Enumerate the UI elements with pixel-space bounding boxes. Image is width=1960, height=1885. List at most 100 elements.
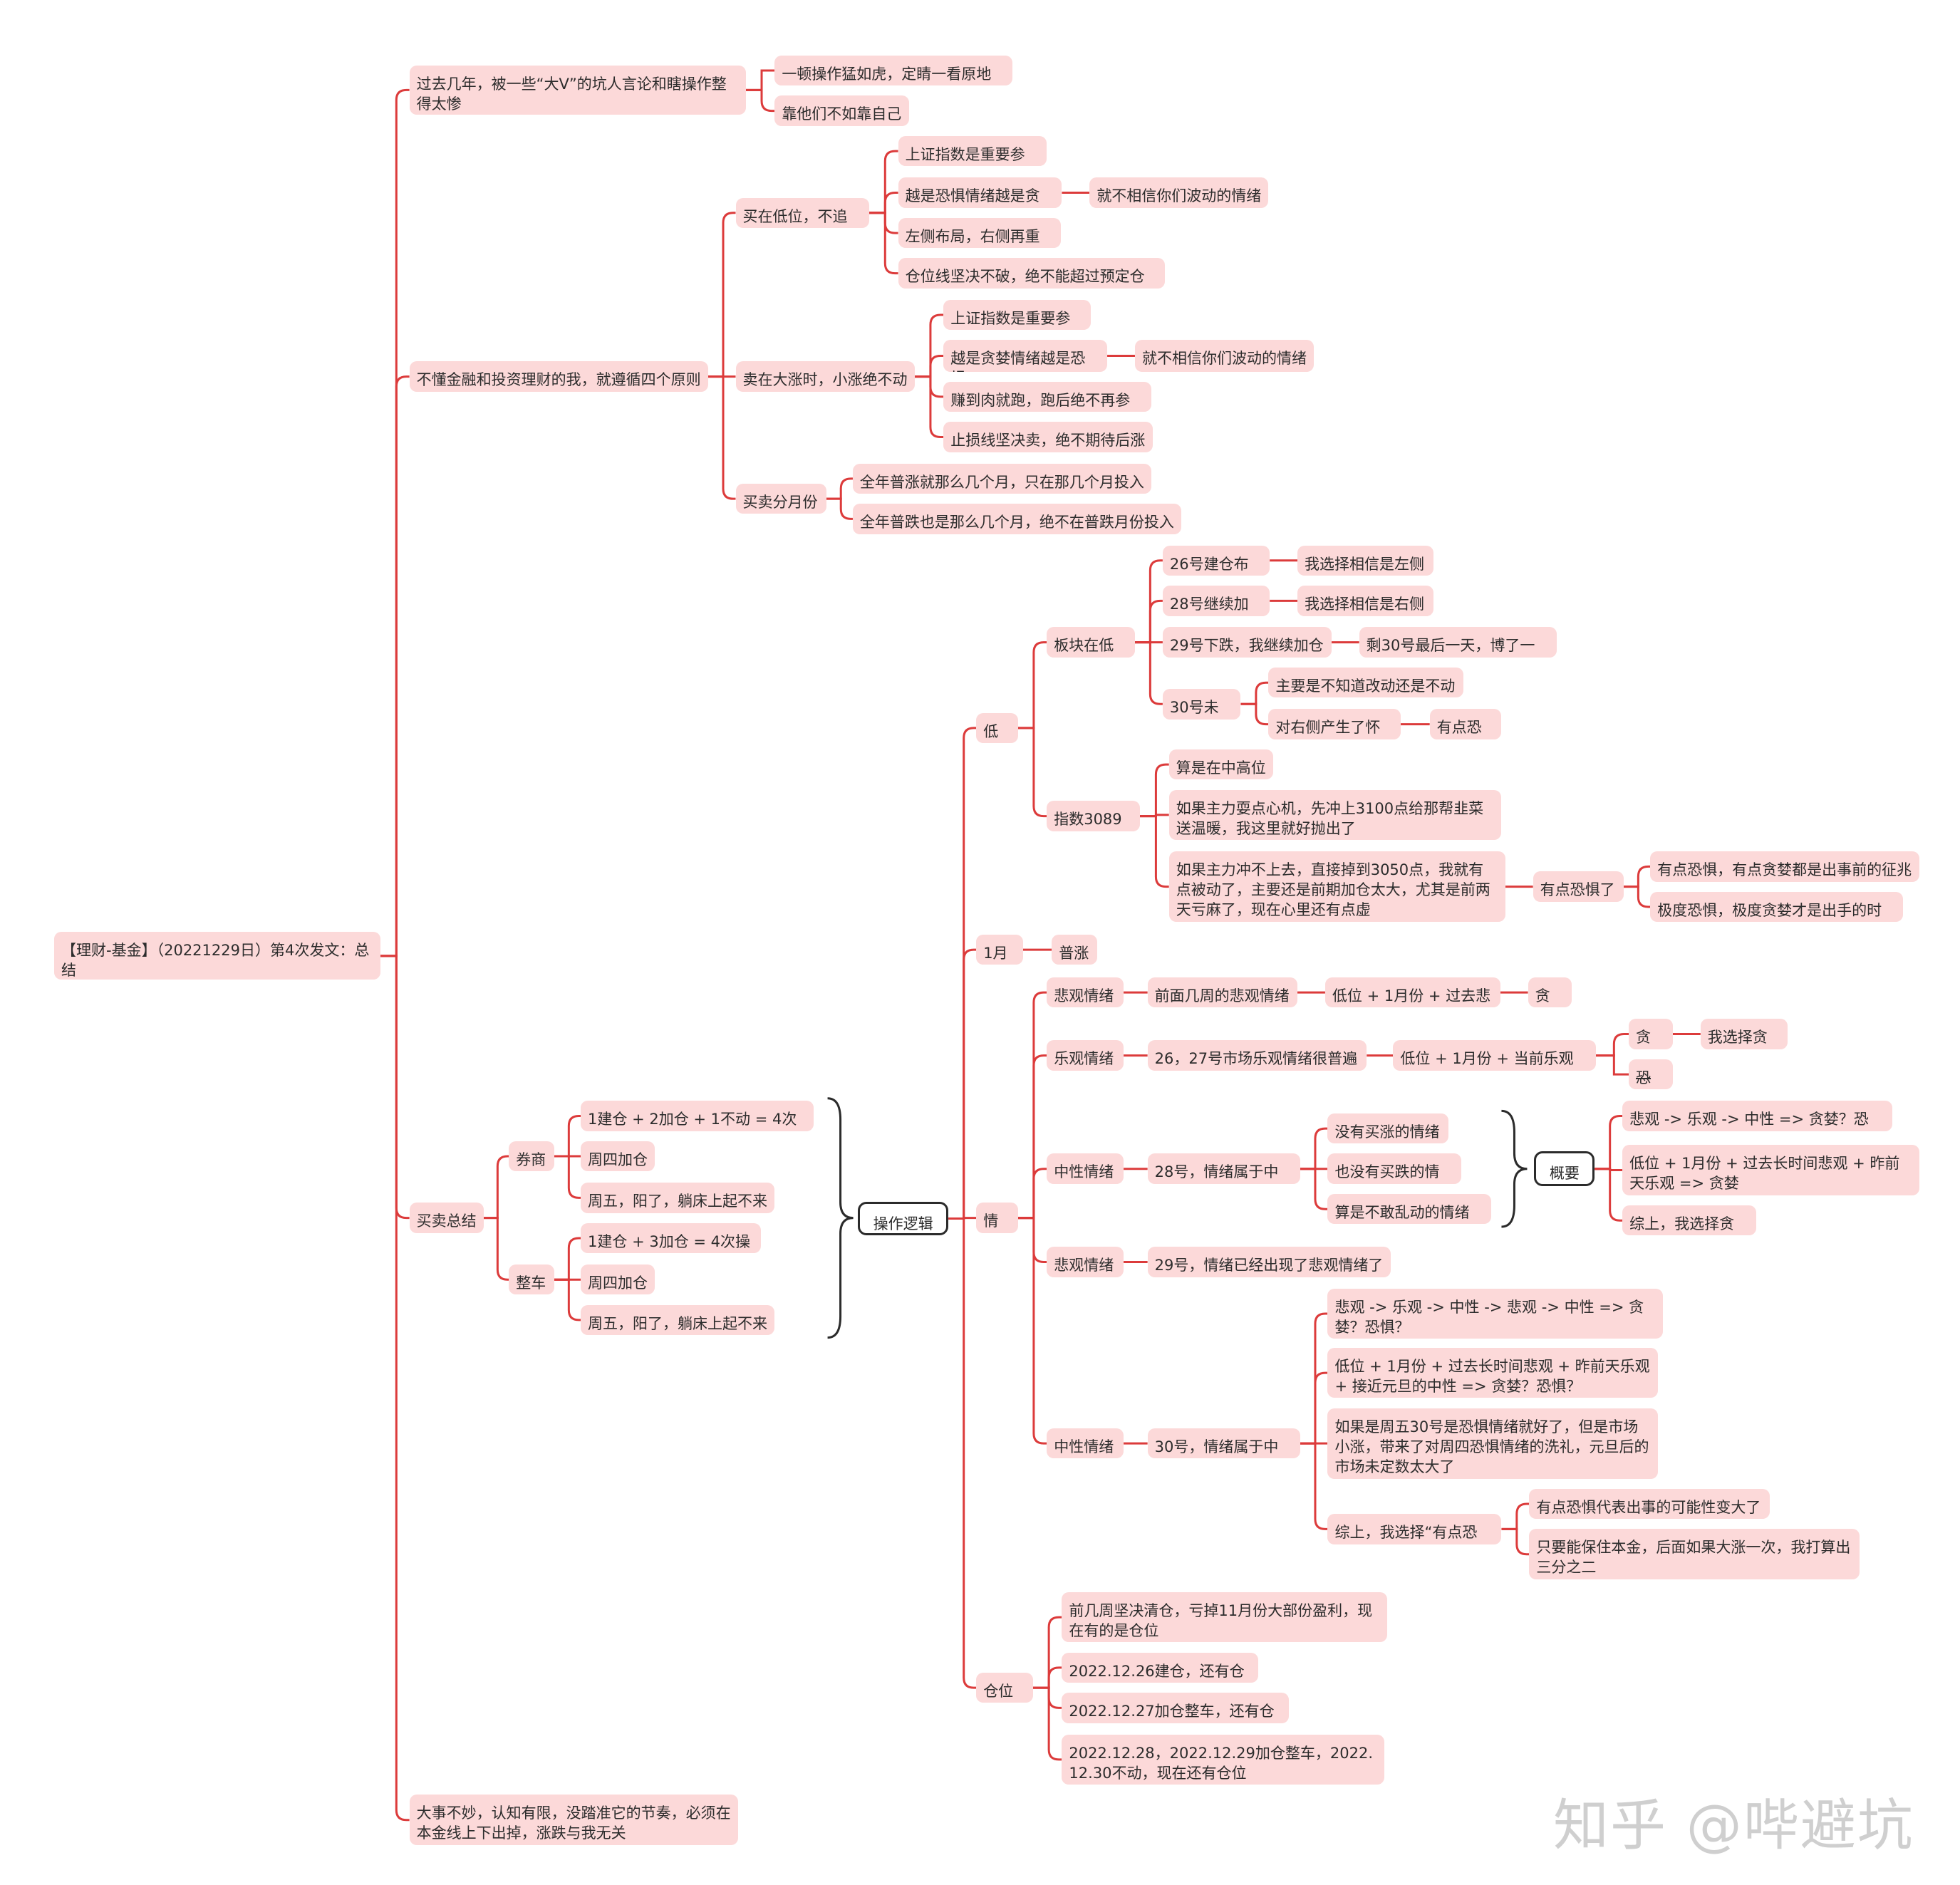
node-e3b1[interactable]: 没有买涨的情绪 xyxy=(1327,1113,1449,1144)
connector-e5a-e5b1 xyxy=(1300,1312,1328,1445)
node-q2-3[interactable]: 周五，阳了，躺床上起不来 xyxy=(581,1304,775,1336)
connector-c3-e1 xyxy=(1017,991,1047,1220)
node-text: 仓位线 xyxy=(983,1682,1014,1703)
connector-c4-p2 xyxy=(1032,1666,1062,1689)
node-e2c1[interactable]: 我选择贪婪 xyxy=(1700,1019,1788,1049)
node-e3a[interactable]: 28号，情绪属于中性 xyxy=(1147,1153,1300,1184)
node-root[interactable]: 【理财-基金】（20221229日）第4次发文：总结 xyxy=(54,932,380,980)
node-c1b2[interactable]: 如果主力耍点心机，先冲上3100点给那帮韭菜送温暖，我这里就好抛出了 xyxy=(1168,789,1502,841)
node-a3[interactable]: 买卖总结 xyxy=(409,1203,484,1233)
node-e3b3[interactable]: 算是不敢乱动的情绪吧 xyxy=(1327,1194,1492,1225)
node-q1[interactable]: 券商 xyxy=(509,1141,554,1172)
node-b2-3[interactable]: 赚到肉就跑，跑后绝不再参与 xyxy=(943,381,1151,412)
node-a1-2[interactable]: 靠他们不如靠自己 xyxy=(774,95,910,126)
node-b2-2a[interactable]: 就不相信你们波动的情绪 xyxy=(1134,340,1314,372)
node-c1b3a1[interactable]: 有点恐惧，有点贪婪都是出事前的征兆 xyxy=(1650,851,1920,882)
node-e1a[interactable]: 前面几周的悲观情绪 xyxy=(1147,977,1298,1008)
node-b3-2[interactable]: 全年普跌也是那么几个月，绝不在普跌月份投入 xyxy=(852,504,1182,534)
node-a1[interactable]: 过去几年，被一些“大V”的坑人言论和瞎操作整得太惨 xyxy=(409,65,746,115)
node-c1b[interactable]: 指数3089点 xyxy=(1047,801,1141,831)
node-a1-1[interactable]: 一顿操作猛如虎，定睛一看原地蠢 xyxy=(774,55,1013,86)
node-p3[interactable]: 2022.12.27加仓整车，还有仓位 xyxy=(1062,1693,1289,1723)
node-b1[interactable]: 买在低位，不追高 xyxy=(735,197,869,228)
node-p4[interactable]: 2022.12.28，2022.12.29加仓整车，2022.12.30不动，现… xyxy=(1062,1734,1385,1785)
node-e2[interactable]: 乐观情绪 xyxy=(1047,1040,1124,1071)
node-c1b1[interactable]: 算是在中高位 xyxy=(1168,749,1274,780)
node-summary[interactable]: 概要 xyxy=(1534,1151,1595,1187)
node-b2-1[interactable]: 上证指数是重要参考 xyxy=(943,299,1092,331)
node-q1-2[interactable]: 周四加仓 xyxy=(581,1141,655,1172)
node-c1a[interactable]: 板块在低位 xyxy=(1047,627,1135,658)
node-p2[interactable]: 2022.12.26建仓，还有仓位 xyxy=(1062,1652,1259,1683)
node-e1c[interactable]: 贪婪 xyxy=(1528,977,1572,1008)
connector-c1-c1b xyxy=(1017,727,1047,818)
node-c1a1[interactable]: 26号建仓布局 xyxy=(1162,545,1270,576)
node-b1-2a[interactable]: 就不相信你们波动的情绪 xyxy=(1089,177,1269,208)
node-e3[interactable]: 中性情绪 xyxy=(1047,1153,1124,1184)
node-c2[interactable]: 1月份 xyxy=(976,934,1023,965)
node-text: 一顿操作猛如虎，定睛一看原地蠢 xyxy=(782,65,992,85)
node-logic[interactable]: 操作逻辑 xyxy=(858,1201,949,1236)
node-a2[interactable]: 不懂金融和投资理财的我，就遵循四个原则 xyxy=(409,361,708,392)
node-e4[interactable]: 悲观情绪 xyxy=(1047,1247,1124,1277)
node-s1[interactable]: 悲观 -> 乐观 -> 中性 => 贪婪？恐惧？ xyxy=(1622,1101,1892,1131)
node-c1a3a[interactable]: 剩30号最后一天，博了一波 xyxy=(1359,627,1557,658)
node-q1-3[interactable]: 周五，阳了，躺床上起不来 xyxy=(581,1183,775,1213)
node-c1a4a[interactable]: 主要是不知道改动还是不动 xyxy=(1268,668,1464,698)
node-e5b1[interactable]: 悲观 -> 乐观 -> 中性 -> 悲观 -> 中性 => 贪婪？恐惧？ xyxy=(1327,1288,1663,1339)
node-c1a4b[interactable]: 对右侧产生了怀疑 xyxy=(1268,709,1401,739)
node-e2a[interactable]: 26，27号市场乐观情绪很普遍 xyxy=(1147,1040,1367,1071)
node-e2d[interactable]: 恐惧 xyxy=(1629,1059,1673,1090)
node-e3b2[interactable]: 也没有买跌的情绪 xyxy=(1327,1153,1461,1184)
node-b3[interactable]: 买卖分月份 xyxy=(735,483,826,514)
node-c4[interactable]: 仓位线 xyxy=(976,1672,1033,1703)
node-q2-2[interactable]: 周四加仓 xyxy=(581,1265,655,1295)
node-e4a[interactable]: 29号，情绪已经出现了悲观情绪了 xyxy=(1147,1247,1391,1277)
node-c1a1a[interactable]: 我选择相信是左侧 xyxy=(1297,545,1433,576)
node-e2c[interactable]: 贪婪 xyxy=(1629,1019,1673,1049)
connector-q1-q1_3 xyxy=(554,1155,581,1199)
node-e1[interactable]: 悲观情绪 xyxy=(1047,977,1124,1008)
node-a4[interactable]: 大事不妙，认知有限，没踏准它的节奏，必须在本金线上下出掉，涨跌与我无关 xyxy=(409,1795,739,1846)
node-text: 如果是周五30号是恐惧情绪就好了，但是市场小涨，带来了对周四恐惧情绪的洗礼，元旦… xyxy=(1334,1418,1649,1475)
node-text: 我选择相信是左侧 xyxy=(1305,555,1425,573)
node-e5b3[interactable]: 如果是周五30号是恐惧情绪就好了，但是市场小涨，带来了对周四恐惧情绪的洗礼，元旦… xyxy=(1327,1408,1658,1479)
node-b2-2[interactable]: 越是贪婪情绪越是恐惧 xyxy=(943,340,1108,372)
node-c1a2[interactable]: 28号继续加仓 xyxy=(1162,586,1270,616)
connector-root-a3 xyxy=(380,955,410,1220)
node-e2b[interactable]: 低位 + 1月份 + 当前乐观 = ？ xyxy=(1393,1040,1597,1071)
node-text: 止损线坚决卖，绝不期待后涨 xyxy=(950,432,1146,450)
node-b2[interactable]: 卖在大涨时，小涨绝不动 xyxy=(735,361,915,392)
node-b1-1[interactable]: 上证指数是重要参考 xyxy=(898,135,1047,167)
connector-e5b4-e5b4a xyxy=(1501,1502,1530,1530)
node-e5b2[interactable]: 低位 + 1月份 + 过去长时间悲观 + 昨前天乐观 + 接近元旦的中性 => … xyxy=(1327,1347,1658,1398)
node-e5b4b[interactable]: 只要能保住本金，后面如果大涨一次，我打算出三分之二 xyxy=(1529,1529,1860,1580)
node-e1b[interactable]: 低位 + 1月份 + 过去悲观 xyxy=(1324,977,1500,1008)
node-q2[interactable]: 整车 xyxy=(509,1265,554,1295)
node-c1[interactable]: 低位 xyxy=(976,712,1018,744)
node-b2-4[interactable]: 止损线坚决卖，绝不期待后涨 xyxy=(943,422,1153,452)
node-c3[interactable]: 情绪 xyxy=(976,1203,1018,1233)
node-e5a[interactable]: 30号，情绪属于中性 xyxy=(1147,1428,1300,1459)
node-s2[interactable]: 低位 + 1月份 + 过去长时间悲观 + 昨前天乐观 => 贪婪 xyxy=(1622,1145,1920,1195)
node-q2-1[interactable]: 1建仓 + 3加仓 = 4次操作 xyxy=(581,1222,761,1254)
node-c1b3a[interactable]: 有点恐惧了 xyxy=(1533,871,1624,902)
node-e5b4[interactable]: 综上，我选择“有点恐惧” xyxy=(1327,1514,1502,1544)
node-b1-4[interactable]: 仓位线坚决不破，绝不能超过预定仓位 xyxy=(898,258,1166,289)
node-c1b3a2[interactable]: 极度恐惧，极度贪婪才是出手的时候 xyxy=(1650,891,1904,923)
node-p1[interactable]: 前几周坚决清仓，亏掉11月份大部份盈利，现在有的是仓位 xyxy=(1062,1591,1387,1643)
node-c1b3[interactable]: 如果主力冲不上去，直接掉到3050点，我就有点被动了，主要还是前期加仓太大，尤其… xyxy=(1168,851,1505,923)
node-c1a2a[interactable]: 我选择相信是右侧 xyxy=(1297,586,1433,616)
node-b3-1[interactable]: 全年普涨就那么几个月，只在那几个月投入 xyxy=(852,463,1151,494)
node-c2a[interactable]: 普涨 xyxy=(1052,934,1097,965)
node-q1-1[interactable]: 1建仓 + 2加仓 + 1不动 = 4次操作 xyxy=(581,1101,814,1131)
node-b1-2[interactable]: 越是恐惧情绪越是贪婪 xyxy=(898,177,1062,208)
node-c1a3[interactable]: 29号下跌，我继续加仓 xyxy=(1162,627,1332,658)
node-s3[interactable]: 综上，我选择贪婪 xyxy=(1622,1205,1756,1236)
node-c1a4[interactable]: 30号未动 xyxy=(1162,689,1241,720)
node-e5[interactable]: 中性情绪 xyxy=(1047,1428,1124,1459)
node-e5b4a[interactable]: 有点恐惧代表出事的可能性变大了 xyxy=(1529,1488,1770,1520)
connector-c4-p3 xyxy=(1032,1686,1062,1709)
node-c1a4b1[interactable]: 有点恐惧 xyxy=(1429,709,1502,739)
